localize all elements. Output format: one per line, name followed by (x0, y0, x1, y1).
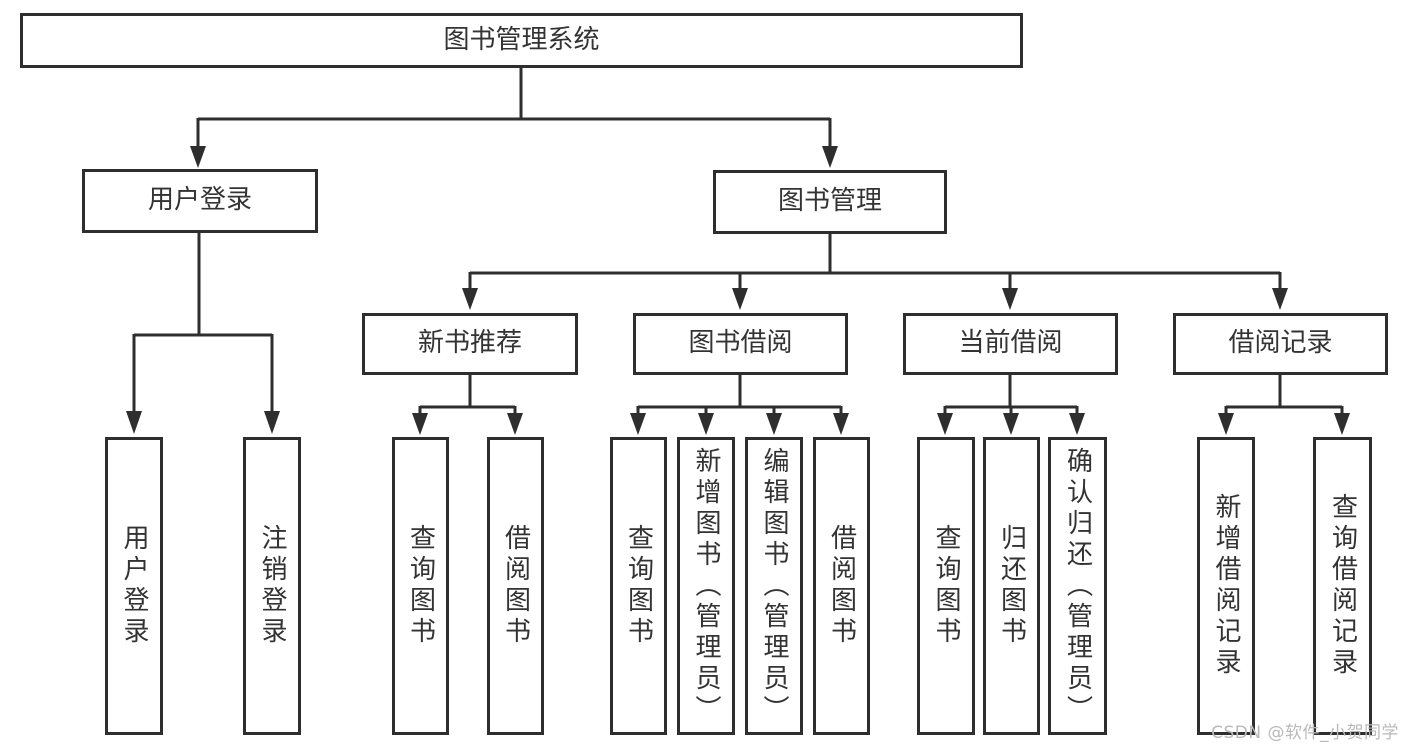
leaf-borrow-query-book: 查询图书 (610, 437, 667, 735)
node-library-management-system: 图书管理系统 (20, 13, 1023, 68)
leaf-logout: 注销登录 (243, 437, 301, 735)
node-current-borrow: 当前借阅 (903, 313, 1118, 375)
leaf-user-login: 用户登录 (105, 437, 163, 735)
arrowheads (126, 146, 1350, 435)
leaf-borrow-edit-book-admin: 编辑图书（管理员） (745, 437, 803, 735)
leaf-current-confirm-return-admin: 确认归还（管理员） (1048, 437, 1107, 735)
leaf-newbook-borrow-book: 借阅图书 (487, 437, 544, 735)
leaf-current-query-book: 查询图书 (917, 437, 975, 735)
node-book-borrow: 图书借阅 (633, 313, 848, 375)
leaf-newbook-query-book: 查询图书 (392, 437, 449, 735)
leaf-record-add-borrow-record: 新增借阅记录 (1197, 437, 1255, 735)
node-book-management: 图书管理 (713, 170, 947, 234)
leaf-current-return-book: 归还图书 (983, 437, 1040, 735)
csdn-watermark: CSDN @软件_小贺同学 (1211, 723, 1399, 743)
node-new-book-recommend: 新书推荐 (362, 313, 578, 375)
node-borrow-record: 借阅记录 (1173, 313, 1388, 375)
node-user-login: 用户登录 (82, 169, 318, 233)
leaf-borrow-add-book-admin: 新增图书（管理员） (677, 437, 735, 735)
leaf-borrow-borrow-book: 借阅图书 (813, 437, 870, 735)
leaf-record-query-borrow-record: 查询借阅记录 (1313, 437, 1372, 735)
